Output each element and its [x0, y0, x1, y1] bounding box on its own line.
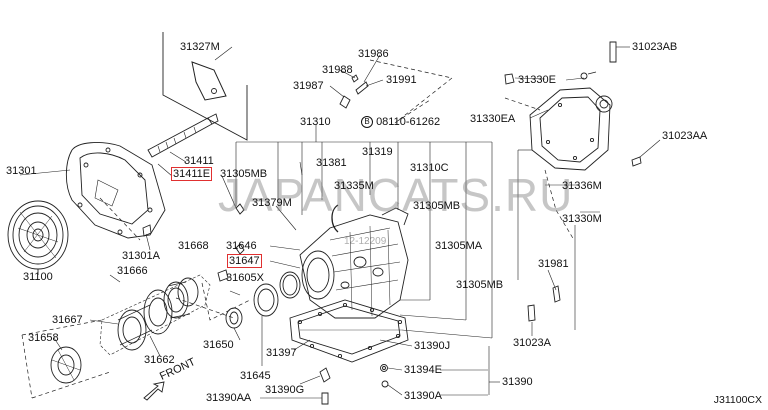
part-label-31310c[interactable]: 31310C	[410, 162, 449, 174]
part-label-31666[interactable]: 31666	[117, 265, 148, 277]
part-label-31330m[interactable]: 31330M	[562, 213, 602, 225]
part-label-31330e[interactable]: 31330E	[518, 74, 556, 86]
part-label-31397[interactable]: 31397	[266, 347, 297, 359]
rear-extension-housing	[529, 87, 613, 171]
part-label-31411[interactable]: 31411	[184, 155, 214, 167]
input-shaft	[147, 113, 219, 158]
oil-pump-group	[50, 274, 211, 384]
inset-box-31327m	[162, 32, 248, 141]
part-label-31319[interactable]: 31319	[362, 146, 393, 158]
part-label-31023ab[interactable]: 31023AB	[632, 41, 678, 53]
watermark-number: 12-12209	[344, 236, 387, 247]
part-label-31411e[interactable]: 31411E	[170, 167, 213, 181]
part-label-31986[interactable]: 31986	[358, 48, 389, 60]
part-label-31381[interactable]: 31381	[316, 157, 347, 169]
part-label-31310[interactable]: 31310	[300, 116, 331, 128]
small-parts	[142, 41, 642, 405]
part-label-31981[interactable]: 31981	[538, 258, 569, 270]
part-label-31394e[interactable]: 31394E	[404, 364, 442, 376]
part-label-31301[interactable]: 31301	[6, 165, 37, 177]
part-label-31305ma[interactable]: 31305MA	[435, 240, 483, 252]
part-label-31023aa[interactable]: 31023AA	[662, 130, 708, 142]
bolt-ref-text: 08110-61262	[376, 116, 441, 128]
part-label-31335m[interactable]: 31335M	[334, 180, 374, 192]
part-label-31305mb-top[interactable]: 31305MB	[220, 168, 268, 180]
part-label-31305mb-mid[interactable]: 31305MB	[413, 200, 461, 212]
torque-converter	[7, 200, 69, 275]
part-label-31390j[interactable]: 31390J	[414, 340, 451, 352]
part-label-31327m[interactable]: 31327M	[180, 41, 220, 53]
part-label-31662[interactable]: 31662	[144, 354, 175, 366]
part-label-31330ea[interactable]: 31330EA	[470, 113, 516, 125]
part-label-31379m[interactable]: 31379M	[252, 197, 292, 209]
part-label-31668[interactable]: 31668	[178, 240, 209, 252]
part-label-31100[interactable]: 31100	[23, 271, 53, 283]
part-label-31667[interactable]: 31667	[52, 314, 83, 326]
part-label-31305mb-low[interactable]: 31305MB	[456, 279, 504, 291]
part-label-31987[interactable]: 31987	[293, 80, 324, 92]
leader-lines	[19, 46, 661, 399]
part-label-31390aa[interactable]: 31390AA	[206, 392, 252, 404]
part-label-31988[interactable]: 31988	[322, 64, 353, 76]
part-label-31645[interactable]: 31645	[240, 370, 271, 382]
part-label-31390[interactable]: 31390	[502, 376, 533, 388]
part-label-31991[interactable]: 31991	[386, 74, 417, 86]
part-label-31658[interactable]: 31658	[28, 332, 59, 344]
converter-housing	[65, 142, 166, 239]
part-label-31301a[interactable]: 31301A	[122, 250, 160, 262]
part-label-31023a[interactable]: 31023A	[513, 337, 551, 349]
part-label-31650[interactable]: 31650	[203, 339, 234, 351]
oil-pan	[289, 299, 409, 363]
part-label-31390a[interactable]: 31390A	[404, 390, 442, 402]
part-label-31647[interactable]: 31647	[227, 254, 262, 268]
part-label-31336m[interactable]: 31336M	[562, 180, 602, 192]
circled-b-icon: B	[361, 116, 373, 129]
transmission-case	[299, 207, 409, 319]
part-label-31390g[interactable]: 31390G	[265, 384, 305, 396]
diagram-code: J31100CX	[713, 394, 762, 406]
dashed-boundaries	[21, 59, 575, 399]
part-label-31646[interactable]: 31646	[226, 240, 257, 252]
bolt-ref-label[interactable]: B 08110-61262	[361, 116, 441, 129]
part-label-31605x[interactable]: 31605X	[226, 272, 264, 284]
front-arrow-icon	[143, 381, 165, 401]
